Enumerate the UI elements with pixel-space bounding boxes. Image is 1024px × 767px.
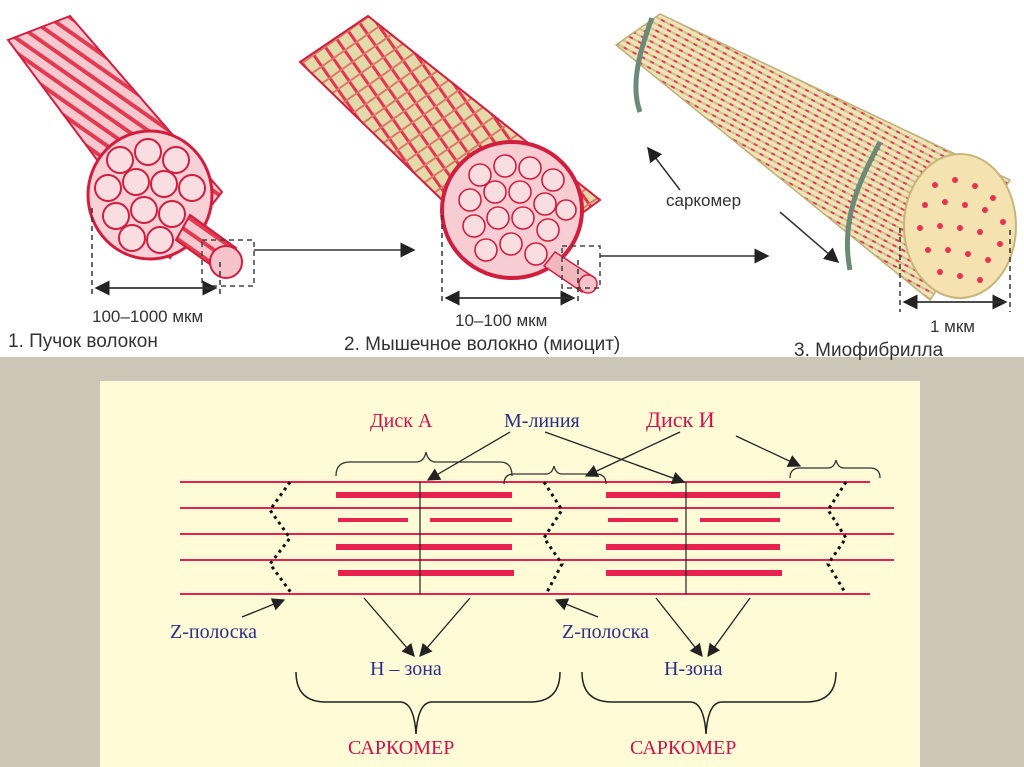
disk-i-label: Диск И <box>646 407 715 432</box>
myofibril-caption: 3. Миофибрилла <box>794 340 944 361</box>
top-braces <box>335 451 881 485</box>
sarcomere-right-label: САРКОМЕР <box>630 737 736 759</box>
fascicle-measure: 100–1000 мкм <box>92 307 203 326</box>
muscle-fiber-illustration <box>298 14 602 294</box>
fascicle-illustration <box>6 14 255 287</box>
myofibril-illustration <box>614 13 1017 302</box>
fascicle-dimension <box>91 208 221 296</box>
disk-a-label: Диск А <box>370 410 433 432</box>
m-line-label: М-линия <box>504 410 580 432</box>
thick-filaments <box>336 492 782 576</box>
thin-filaments <box>180 481 894 595</box>
fiber-measure: 10–100 мкм <box>455 311 547 330</box>
label-pointers <box>241 431 802 658</box>
myofibril-measure: 1 мкм <box>930 317 975 336</box>
z-band-right-label: Z-полоска <box>562 621 649 643</box>
h-zone-left-label: H – зона <box>370 658 442 680</box>
sarcomere-left-label: САРКОМЕР <box>348 737 454 759</box>
sarcomere-braces <box>295 671 837 735</box>
z-discs <box>268 481 848 595</box>
fiber-caption: 2. Мышечное волокно (миоцит) <box>344 334 620 355</box>
h-zone-right-label: Н-зона <box>664 658 723 680</box>
z-band-left-label: Z-полоска <box>170 621 257 643</box>
fascicle-caption: 1. Пучок волокон <box>8 331 158 352</box>
myofibril-dimension <box>899 228 1011 312</box>
m-lines <box>419 482 687 594</box>
sarcomere-pointer <box>647 146 840 263</box>
sarcomere-label: саркомер <box>666 191 741 210</box>
muscle-fiber-dimension <box>441 215 579 306</box>
